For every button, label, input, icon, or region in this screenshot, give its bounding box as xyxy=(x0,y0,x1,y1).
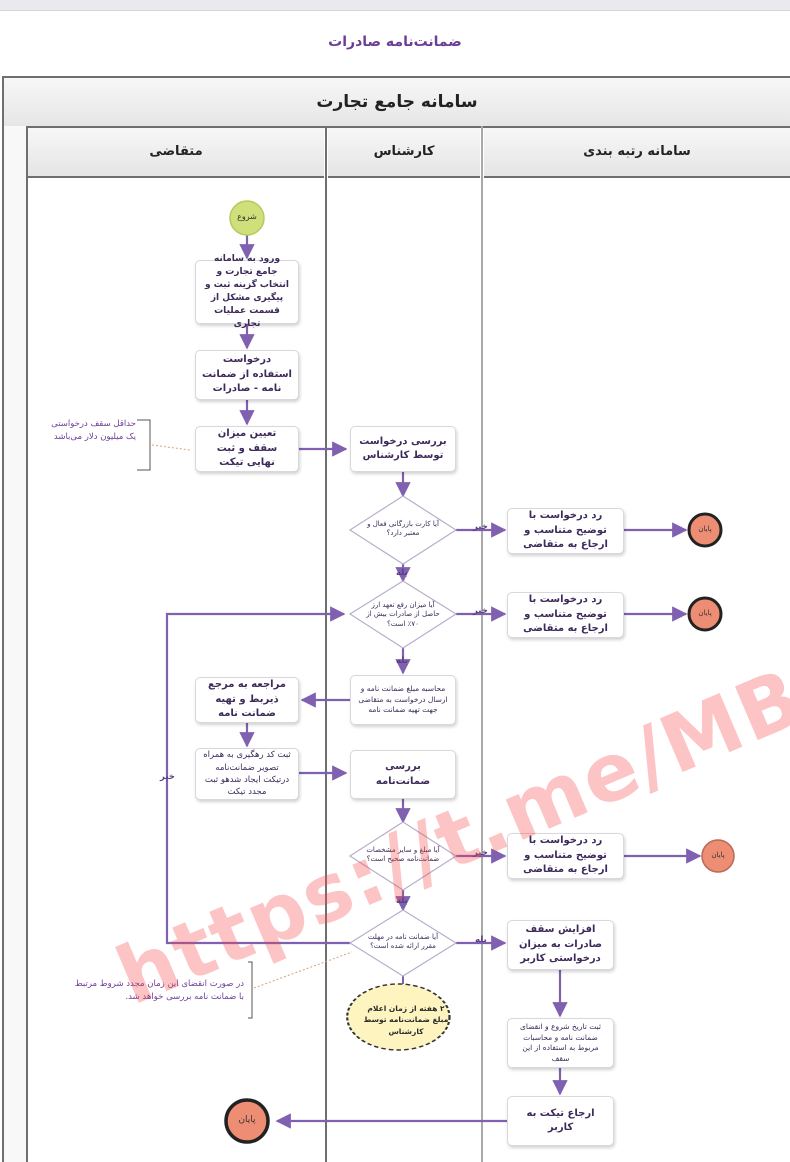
label-d4-no: خیر xyxy=(160,772,175,782)
label-d4-yes: بله xyxy=(475,935,487,945)
label-d3-yes: بله xyxy=(396,896,408,906)
page-title: ضمانت‌نامه صادرات xyxy=(328,34,462,50)
label-d3-no: خیر xyxy=(473,848,488,858)
edge-d4-no-loop xyxy=(165,606,350,945)
end-event-2 xyxy=(687,596,723,632)
end-label-4: پایان xyxy=(238,1115,256,1125)
decision-d2-text: آیا میزان رفع تعهد ارز حاصل از صادرات بی… xyxy=(366,601,440,628)
wait-event xyxy=(346,983,451,1051)
step-reject-1: رد درخواست با توضیح متناسب و ارجاع به مت… xyxy=(507,508,624,554)
system-title: سامانه جامع تجارت xyxy=(4,78,790,128)
step-calc-send: محاسبه مبلغ ضمانت نامه و ارسال درخواست ب… xyxy=(350,675,456,725)
step-register-dates: ثبت تاریخ شروع و انقضای ضمانت نامه و محا… xyxy=(507,1018,614,1068)
decision-d2 xyxy=(348,580,458,649)
start-event xyxy=(229,200,265,236)
note-link-min-ceiling xyxy=(151,444,191,451)
decision-d3 xyxy=(348,821,458,891)
step-register-code: ثبت کد رهگیری به همراه تصویر ضمانت‌نامه … xyxy=(195,748,299,800)
wait-event-text: ۲ هفته از زمان اعلام مبلغ ضمانت‌نامه توس… xyxy=(363,1004,449,1036)
note-bracket-expiry xyxy=(248,961,253,1019)
step-return-ticket: ارجاع تیکت به کاربر xyxy=(507,1096,614,1146)
lane-header-rating: سامانه رتبه بندی xyxy=(484,128,790,178)
end-event-3 xyxy=(701,839,735,873)
step-request-use: درخواست استفاده از ضمانت نامه - صادرات xyxy=(195,350,299,400)
end-label-1: پایان xyxy=(698,525,712,533)
decision-d1-text: آیا کارت بازرگانی فعال و معتبر دارد؟ xyxy=(367,520,439,538)
lane-header-applicant: متقاضی xyxy=(28,128,324,178)
step-set-ceiling: تعیین میزان سقف و ثبت نهایی تیکت xyxy=(195,426,299,472)
step-expert-review: بررسی درخواست توسط کارشناس xyxy=(350,426,456,472)
step-login: ورود به سامانه جامع تجارت و انتخاب گزینه… xyxy=(195,254,299,329)
end-label-2: پایان xyxy=(698,609,712,617)
decision-d1 xyxy=(348,495,458,565)
step-review-guarantee: بررسی ضمانت‌نامه xyxy=(350,750,456,799)
step-refer-prepare: مراجعه به مرجع ذیربط و تهیه ضمانت نامه xyxy=(195,677,299,723)
step-increase-ceiling: افزایش سقف صادرات به میزان درخواستی کارب… xyxy=(507,920,614,970)
end-label-3: پایان xyxy=(711,851,725,859)
note-bracket-min-ceiling xyxy=(137,419,151,471)
note-link-expiry xyxy=(253,951,353,989)
decision-d4 xyxy=(348,909,458,977)
decision-d4-text: آیا ضمانت نامه در مهلت مقرر ارائه شده اس… xyxy=(367,933,439,951)
end-event-1 xyxy=(687,512,723,548)
label-d1-yes: بله xyxy=(396,568,408,578)
step-reject-2: رد درخواست با توضیح متناسب و ارجاع به مت… xyxy=(507,592,624,638)
label-d2-no: خیر xyxy=(473,606,488,616)
pool-side-strip xyxy=(4,126,28,1162)
start-label: شروع xyxy=(237,212,257,221)
top-bar xyxy=(0,0,790,11)
label-d2-yes: بله xyxy=(396,656,408,666)
lane-divider-expert-rating xyxy=(481,126,483,1162)
note-min-ceiling: حداقل سقف درخواستی یک میلیون دلار می‌باش… xyxy=(51,419,136,442)
step-reject-3: رد درخواست با توضیح متناسب و ارجاع به مت… xyxy=(507,833,624,879)
decision-d3-text: آیا مبلغ و سایر مشخصات ضمانت‌نامه صحیح ا… xyxy=(366,846,440,864)
note-expiry: در صورت انقضای این زمان مجدد شروط مرتبط … xyxy=(74,979,244,1002)
lane-header-expert: کارشناس xyxy=(328,128,480,178)
label-d1-no: خیر xyxy=(473,522,488,532)
end-event-4 xyxy=(224,1098,270,1144)
lane-divider-applicant-expert xyxy=(325,126,327,1162)
